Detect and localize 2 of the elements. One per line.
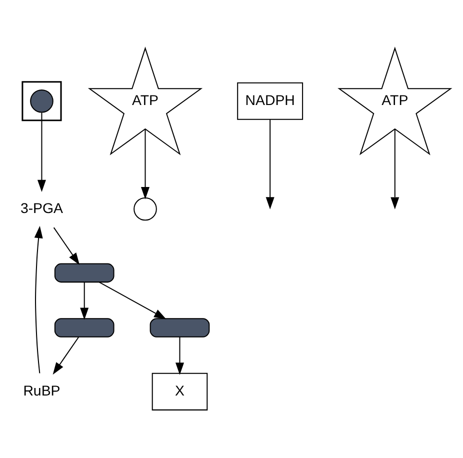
- node-text: 3-PGA: [20, 200, 64, 217]
- node-text: RuBP: [23, 383, 60, 400]
